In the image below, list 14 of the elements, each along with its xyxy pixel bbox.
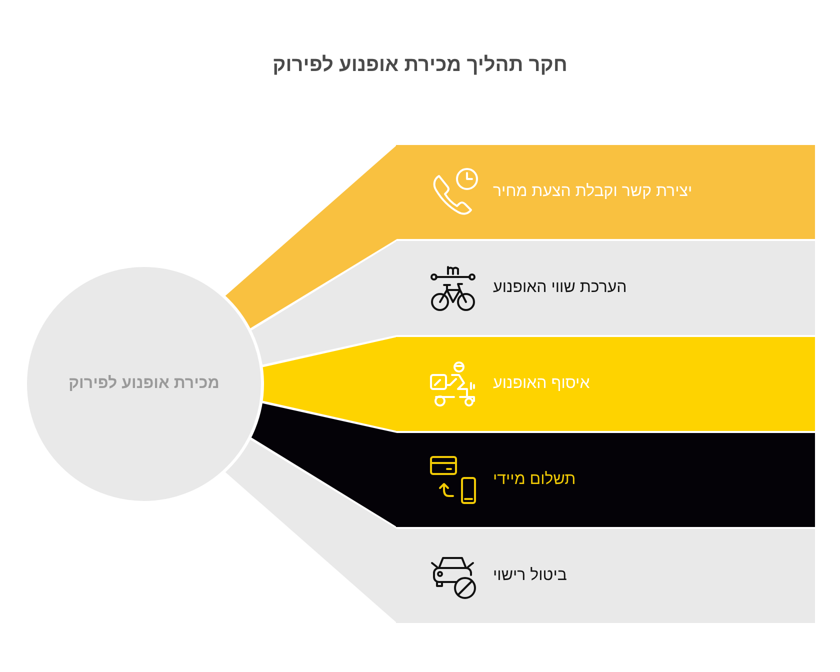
wedge-connector (224, 145, 397, 330)
step-label: תשלום מיידי (493, 471, 576, 489)
wedge-connector (250, 241, 397, 366)
wedge-connector (260, 337, 397, 431)
step-band (396, 529, 815, 623)
wedge-connector (224, 438, 397, 623)
diagram-title: חקר תהליך מכירת אופנוע לפירוק (272, 54, 568, 77)
step-band (396, 145, 815, 239)
center-label: מכירת אופנוע לפירוק (68, 375, 220, 393)
step-label: יצירת קשר וקבלת הצעת מחיר (493, 183, 692, 201)
wedge-connector (250, 402, 397, 527)
step-label: הערכת שווי האופנוע (493, 279, 627, 297)
step-label: איסוף האופנוע (493, 375, 590, 393)
step-label: ביטול רישוי (493, 567, 567, 585)
